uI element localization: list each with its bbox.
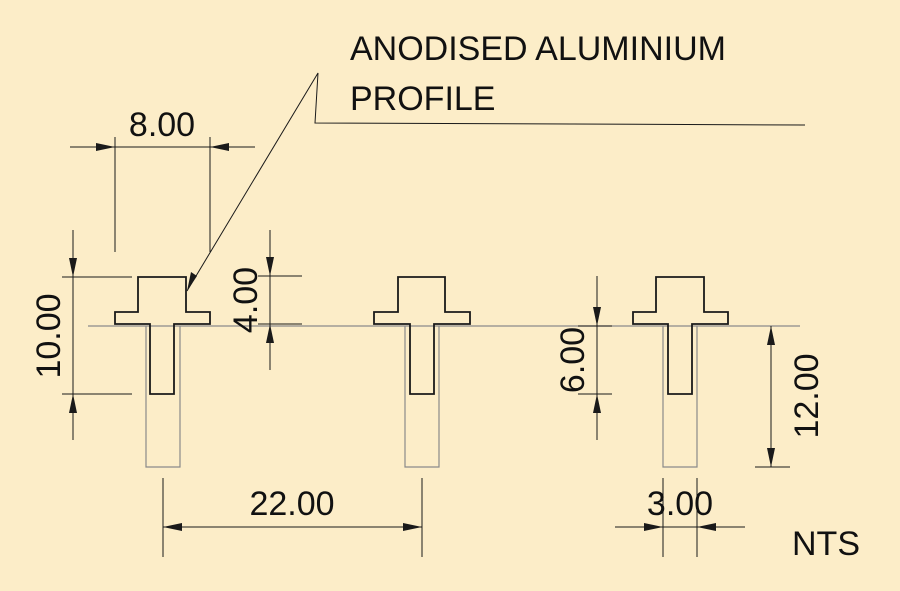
dim-slot-width-text: 3.00: [647, 485, 713, 523]
dim-slot-depth-text: 12.00: [788, 353, 826, 438]
dim-profile-height-text: 10.00: [30, 293, 68, 378]
profile-3: [632, 276, 729, 395]
dim-spacing-text: 22.00: [249, 485, 334, 523]
slot-1: [145, 326, 181, 468]
profile-group: [114, 276, 729, 395]
profile-2: [373, 276, 471, 395]
dim-flange-width: 8.00: [70, 106, 255, 252]
dim-slot-width: 3.00: [615, 478, 745, 557]
profile-1: [114, 276, 211, 395]
slot-group: [145, 326, 698, 468]
dim-slot-depth: 12.00: [755, 326, 826, 468]
dim-spacing: 22.00: [162, 478, 423, 557]
callout-line-1: ANODISED ALUMINIUM: [350, 30, 726, 68]
callout-line-2: PROFILE: [350, 80, 495, 118]
dim-stem-depth: 6.00: [554, 276, 612, 440]
scale-note: NTS: [792, 525, 860, 563]
dim-cap-height: 4.00: [227, 230, 302, 370]
slot-3: [662, 326, 698, 468]
dim-cap-height-text: 4.00: [227, 267, 265, 333]
dim-profile-height: 10.00: [30, 230, 132, 440]
callout-leader: [186, 72, 806, 292]
slot-2: [404, 326, 440, 468]
dim-stem-depth-text: 6.00: [554, 327, 592, 393]
dim-flange-width-text: 8.00: [129, 106, 195, 144]
